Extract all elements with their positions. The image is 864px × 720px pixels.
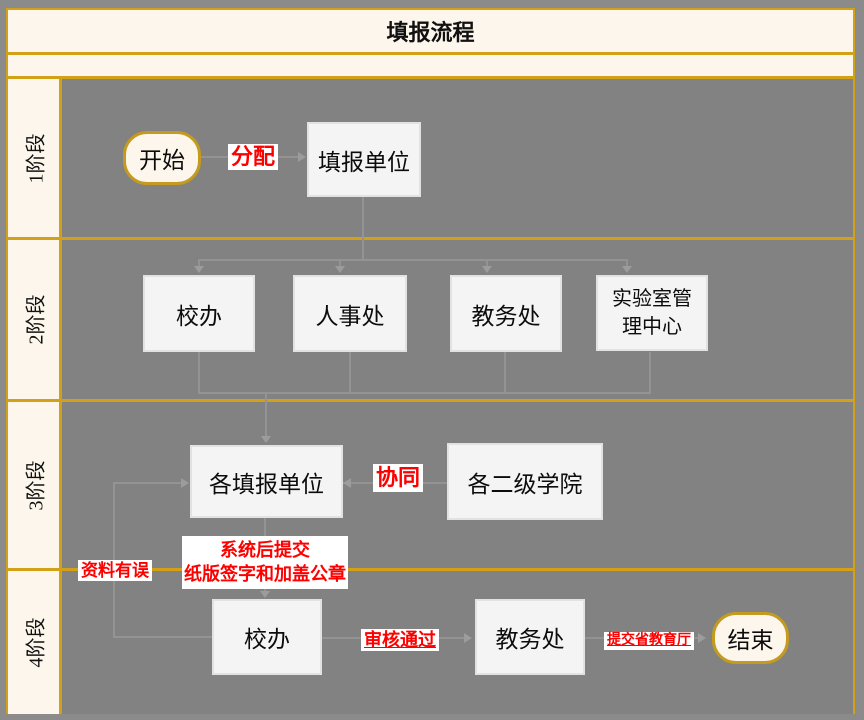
assign-edge-label: 分配 [228, 144, 279, 170]
connector-drop-1 [198, 259, 200, 267]
lane-label-text: 4阶段 [25, 617, 47, 668]
each-reporting-unit-node: 各填报单位 [190, 445, 343, 518]
material-error-edge-label: 资料有误 [78, 560, 152, 581]
secondary-colleges-node: 各二级学院 [447, 443, 603, 520]
connector-bus-stage3 [198, 392, 651, 394]
lane-label-text: 3阶段 [25, 460, 47, 510]
arrowhead-left-icon [343, 478, 351, 488]
connector-return-bottom [113, 636, 212, 638]
lane-label-text: 1阶段 [25, 133, 47, 183]
connector-to-each-unit [265, 392, 267, 438]
school-office-stage4-node: 校办 [212, 599, 322, 675]
lane-label-stage-1: 1阶段 [8, 79, 62, 237]
arrowhead-down-icon [482, 266, 492, 273]
connector-up-3 [504, 352, 506, 392]
academic-office-stage4-node: 教务处 [475, 599, 585, 675]
end-node: 结束 [712, 612, 789, 664]
connector-drop-2 [339, 259, 341, 267]
page-title: 填报流程 [386, 20, 475, 45]
arrowhead-down-icon [261, 436, 271, 443]
submit-note-label: 系统后提交 纸版签字和加盖公章 [182, 536, 348, 589]
lane-label-stage-2: 2阶段 [8, 240, 62, 399]
lane-stage-3: 3阶段 [8, 402, 853, 571]
academic-office-stage2-node: 教务处 [450, 275, 562, 352]
hr-office-node: 人事处 [293, 275, 407, 352]
review-pass-edge-label: 审核通过 [361, 629, 439, 651]
connector-up-1 [198, 352, 200, 392]
lane-stage-2: 2阶段 [8, 240, 853, 402]
school-office-stage2-node: 校办 [143, 275, 255, 352]
lane-label-stage-4: 4阶段 [8, 571, 62, 714]
lane-label-stage-3: 3阶段 [8, 402, 62, 568]
arrowhead-right-icon [464, 633, 472, 643]
submit-note-line2: 纸版签字和加盖公章 [184, 564, 346, 585]
connector-bus-stage2 [198, 259, 628, 261]
arrowhead-right-icon [298, 152, 306, 162]
subtitle-band [8, 55, 853, 79]
connector-return-top [113, 482, 185, 484]
arrowhead-down-icon [335, 266, 345, 273]
collaborate-edge-label: 协同 [373, 464, 424, 492]
start-node: 开始 [123, 131, 201, 185]
arrowhead-right-icon [698, 633, 706, 643]
arrowhead-down-icon [194, 266, 204, 273]
arrowhead-right-icon [181, 478, 189, 488]
submit-provincial-edge-label: 提交省教育厅 [604, 632, 694, 650]
connector-drop-3 [486, 259, 488, 267]
connector-up-4 [649, 352, 651, 392]
lab-management-center-node: 实验室管理中心 [596, 275, 708, 351]
title-band: 填报流程 [8, 10, 853, 55]
arrowhead-down-icon [622, 266, 632, 273]
reporting-unit-node: 填报单位 [307, 122, 421, 197]
arrowhead-down-icon [260, 591, 270, 598]
lane-label-text: 2阶段 [25, 294, 47, 345]
connector-up-2 [349, 352, 351, 392]
connector-reporting-down [362, 197, 364, 259]
connector-drop-4 [626, 259, 628, 267]
submit-note-line1: 系统后提交 [220, 540, 310, 560]
